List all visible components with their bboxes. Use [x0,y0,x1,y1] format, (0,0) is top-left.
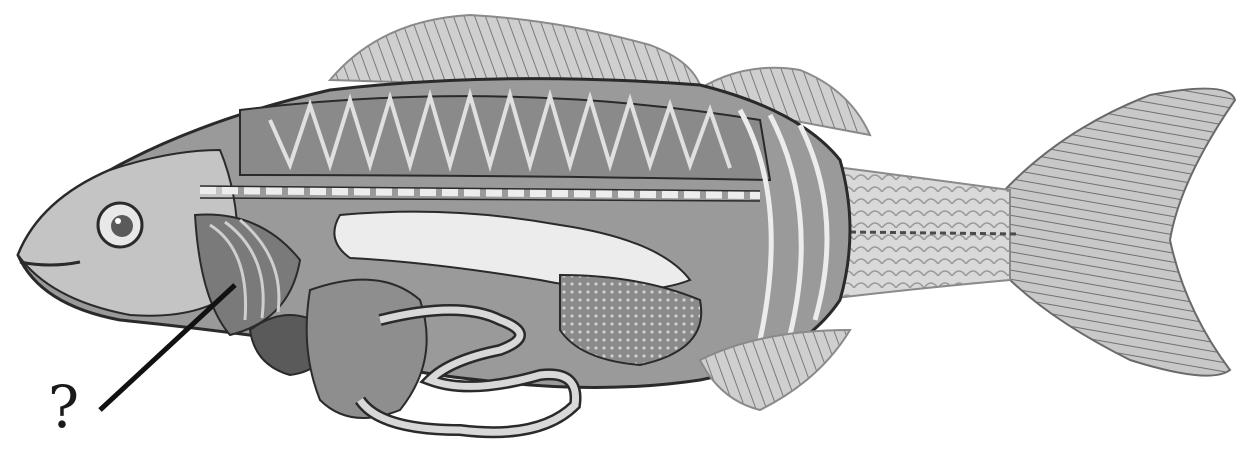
liver [307,280,427,418]
tail-fin [1000,89,1235,376]
question-label: ? [48,378,79,436]
